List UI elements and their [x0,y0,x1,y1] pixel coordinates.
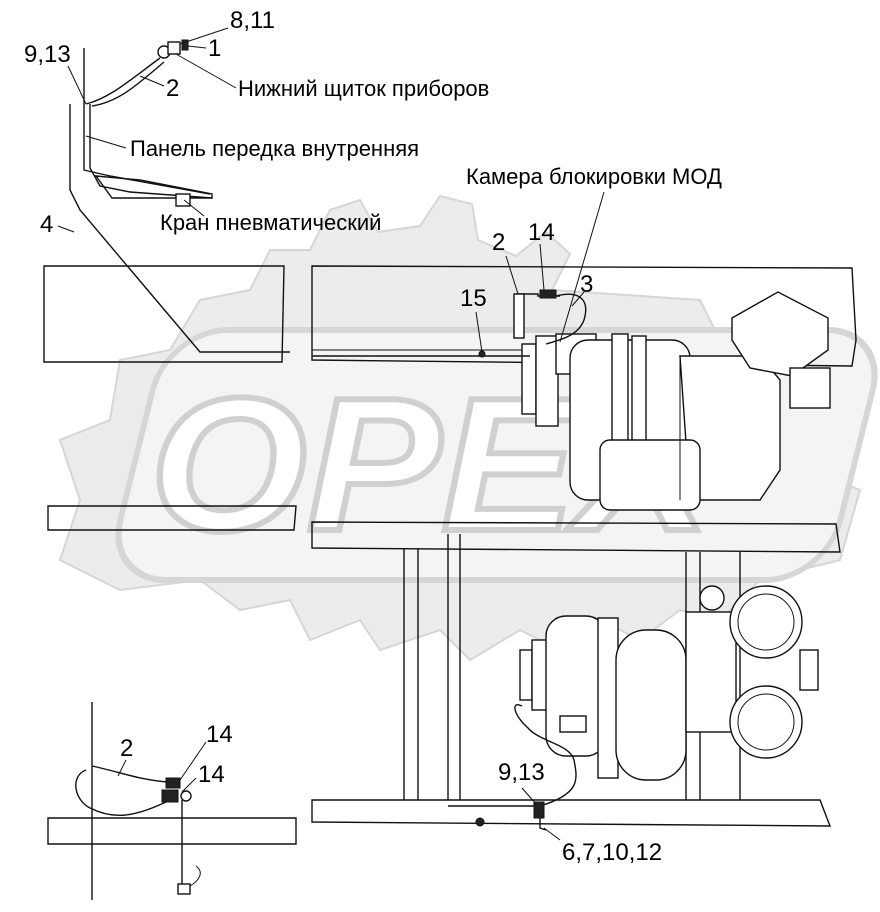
flange-upper-2 [535,335,559,427]
detail-fitting-14b [161,789,179,803]
leader-9-13 [67,65,87,105]
leader-3 [571,291,585,307]
transfer-case-top [448,585,819,841]
leader-14-mid [539,243,545,291]
leader-2-top [139,75,165,87]
cross-member-2 [447,534,461,800]
label-lower-instrument-panel: Нижний щиток приборов [238,76,489,101]
label-9-13-top: 9,13 [24,41,71,68]
fitting-lower [475,817,485,827]
case-body-lower [545,615,607,757]
flange-upper [521,343,537,415]
leader-2-mid [505,255,519,295]
label-2-mid: 2 [492,229,505,256]
leader-9-13-bottom [521,787,537,805]
hose-2-top [85,57,161,105]
label-2-top: 2 [166,75,179,102]
leader-mod [559,191,605,343]
rail-right-top [311,265,857,367]
rail-right-bottom [311,799,832,827]
mod-chamber-lower [559,715,587,733]
drum-bottom-inner [737,693,795,751]
fitting-1 [167,41,181,55]
rail-left-bottom [47,817,297,845]
fitting-nut [181,39,189,51]
label-mod-lock-chamber: Камера блокировки МОД [466,164,722,189]
transfer-case-side [312,191,831,511]
label-6-7-10-12: 6,7,10,12 [562,839,662,866]
drum-spacer [799,649,819,691]
inner-front-panel [83,48,211,195]
bottom-left-detail [75,702,207,900]
detail-fitting-nut [180,790,192,802]
label-14-bottom-a: 14 [206,721,233,748]
label-8-11: 8,11 [230,7,275,34]
leader-2-bottom [117,759,127,777]
case-top-unit [731,291,829,377]
fitting-14-mid [539,289,557,299]
leader-inner-panel [85,135,127,149]
leader-lower-panel [175,53,237,89]
label-pneumatic-valve: Кран пневматический [160,210,381,235]
label-14-bottom-b: 14 [198,761,225,788]
hose-lower [514,704,577,807]
label-15: 15 [460,285,487,312]
panel-inner-edge [89,104,213,199]
detail-valve [177,883,191,895]
flange-lower [519,649,533,701]
detail-fitting-14a [165,777,181,789]
case-ring-lower [597,617,619,779]
rail-left-mid [47,505,297,531]
labels: 8,11 1 9,13 2 Нижний щиток приборов Пане… [24,7,722,866]
rail-left-top [43,265,285,363]
detail-valve-hose [189,865,201,887]
leader-1 [187,45,207,49]
drum-top [729,585,803,659]
leader-15 [475,311,483,353]
leader-14-bottom-b [181,777,197,793]
rail-right-mid [311,521,841,553]
hose-2-top-b [91,61,165,107]
pneumatic-valve-body [175,193,191,207]
label-9-13-bottom: 9,13 [498,759,545,786]
frame-rails [43,265,857,845]
fitting-9-13 [533,801,545,819]
case-drum-lower [615,629,687,781]
leader-14-bottom-a [179,741,207,781]
label-4: 4 [40,211,53,238]
leader-8-11 [179,27,229,45]
drum-top-inner [737,593,795,651]
bracket-plate [685,611,737,733]
case-lower [599,439,701,511]
label-14-mid: 14 [528,219,555,246]
leader-4 [57,225,75,233]
detail-hose-2-b [91,765,169,783]
label-2-bottom: 2 [120,735,133,762]
label-1: 1 [208,35,221,62]
case-bracket [789,367,831,409]
fitting-6-7-10-12 [539,818,547,831]
valve-shelf [94,175,213,199]
hose-bracket-mid [513,293,525,339]
cross-member-1 [403,548,419,800]
hose-3 [545,293,587,345]
label-inner-front-panel: Панель передка внутренняя [130,136,419,161]
top-left-assembly [57,27,290,353]
drum-bottom [729,685,803,759]
panel-outer-edge [69,104,290,353]
leader-6-7-10-12 [543,827,561,841]
pivot-bolt [699,585,725,611]
label-3: 3 [580,271,593,298]
detail-hose-2 [75,769,171,816]
leader-valve [183,199,205,217]
